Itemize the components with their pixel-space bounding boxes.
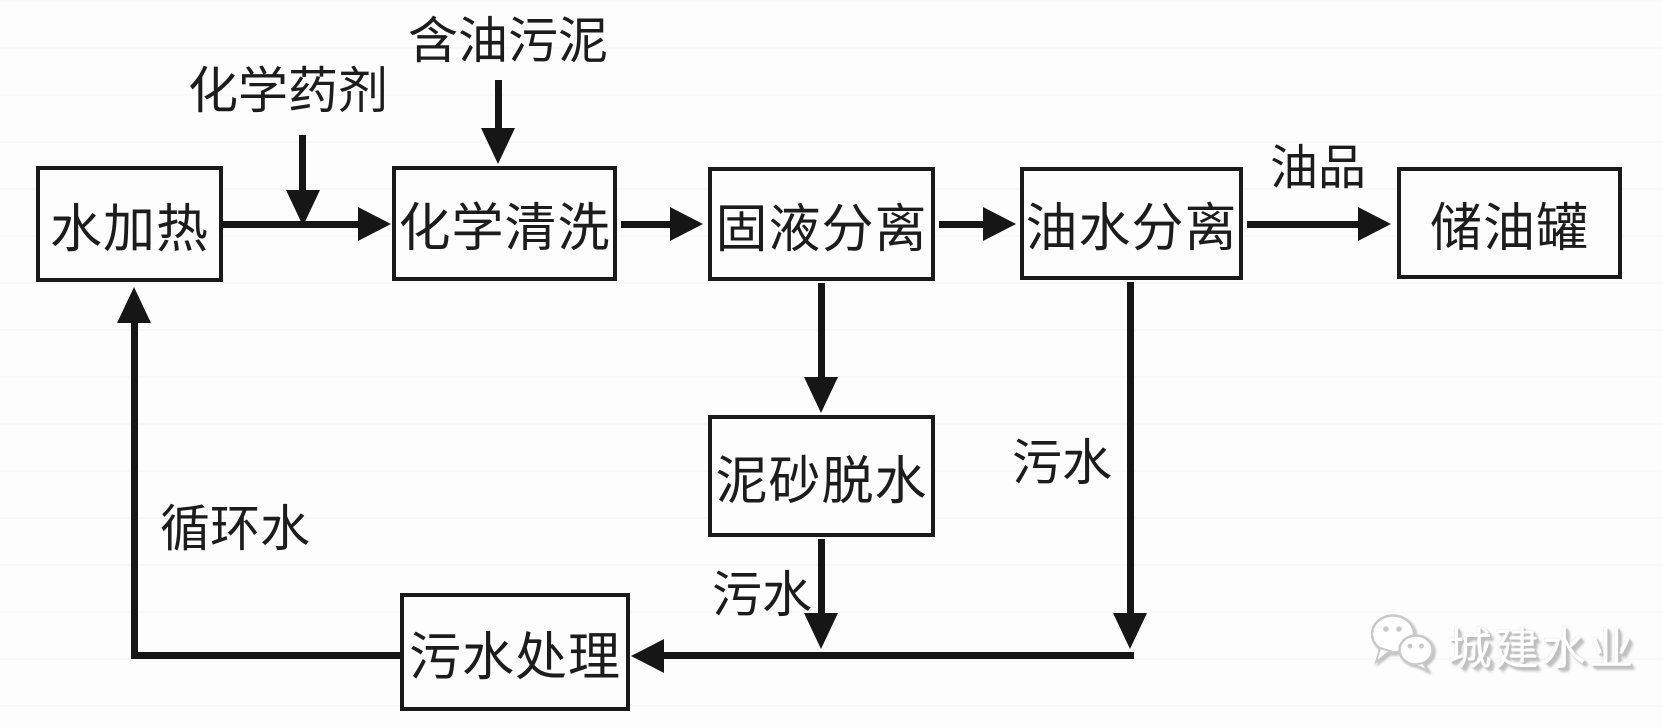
flow-line-oil-product	[1247, 221, 1359, 228]
flow-line-dewatering-wastewater	[818, 539, 825, 615]
flow-line-solid-liquid-to-oil-water	[939, 221, 984, 228]
label-circulating-water: 循环水	[160, 501, 310, 557]
arrowhead-into-water-heating	[117, 287, 151, 323]
flow-line-to-sediment-dewatering	[818, 283, 825, 378]
watermark-text: 城建水业	[1448, 624, 1636, 674]
label-oily-sludge: 含油污泥	[408, 13, 608, 69]
label-wastewater-from-dewatering: 污水	[712, 567, 812, 623]
node-sediment-dewatering-label: 泥砂脱水	[715, 453, 928, 511]
label-wastewater-from-separation: 污水	[1012, 435, 1112, 491]
node-water-heating: 水加热	[36, 166, 223, 282]
arrowhead-separation-wastewater	[1113, 613, 1147, 649]
arrowhead-oily-sludge	[481, 128, 515, 164]
node-oil-water-separation: 油水分离	[1020, 167, 1243, 280]
arrowhead-into-oil-water-separation	[983, 207, 1016, 241]
arrowhead-into-sediment-dewatering	[804, 377, 838, 413]
node-solid-liquid-separation-label: 固液分离	[715, 201, 928, 259]
node-wastewater-treatment: 污水处理	[400, 593, 630, 711]
flow-line-oily-sludge	[495, 80, 502, 130]
node-solid-liquid-separation: 固液分离	[708, 167, 935, 281]
node-water-heating-label: 水加热	[49, 201, 209, 259]
watermark: 城建水业	[1368, 612, 1636, 677]
arrowhead-dewatering-wastewater	[804, 613, 838, 649]
node-oil-storage-tank: 储油罐	[1397, 167, 1622, 279]
node-oil-storage-tank-label: 储油罐	[1429, 200, 1589, 258]
flow-line-separation-wastewater	[1127, 282, 1134, 615]
arrowhead-into-oil-storage-tank	[1358, 207, 1391, 241]
flow-line-chemical-agent	[299, 135, 306, 192]
wechat-bubbles-icon	[1368, 612, 1438, 677]
flow-line-wastewater-collector	[663, 652, 1134, 659]
flow-line-circulating-water-horizontal	[131, 652, 400, 659]
node-sediment-dewatering: 泥砂脱水	[708, 415, 935, 537]
arrowhead-chemical-agent	[286, 190, 320, 226]
arrowhead-into-wastewater-treatment	[631, 639, 664, 673]
flow-line-cleaning-to-separation	[621, 221, 671, 228]
label-chemical-agent: 化学药剂	[188, 63, 388, 119]
node-wastewater-treatment-label: 污水处理	[408, 629, 621, 687]
node-chemical-cleaning: 化学清洗	[392, 166, 617, 281]
arrowhead-into-chemical-cleaning	[358, 207, 391, 241]
flow-line-circulating-water-vertical	[131, 322, 138, 659]
label-oil-product: 油品	[1270, 142, 1367, 195]
arrowhead-into-solid-liquid-separation	[670, 207, 703, 241]
node-chemical-cleaning-label: 化学清洗	[398, 201, 611, 258]
node-oil-water-separation-label: 油水分离	[1025, 201, 1238, 258]
